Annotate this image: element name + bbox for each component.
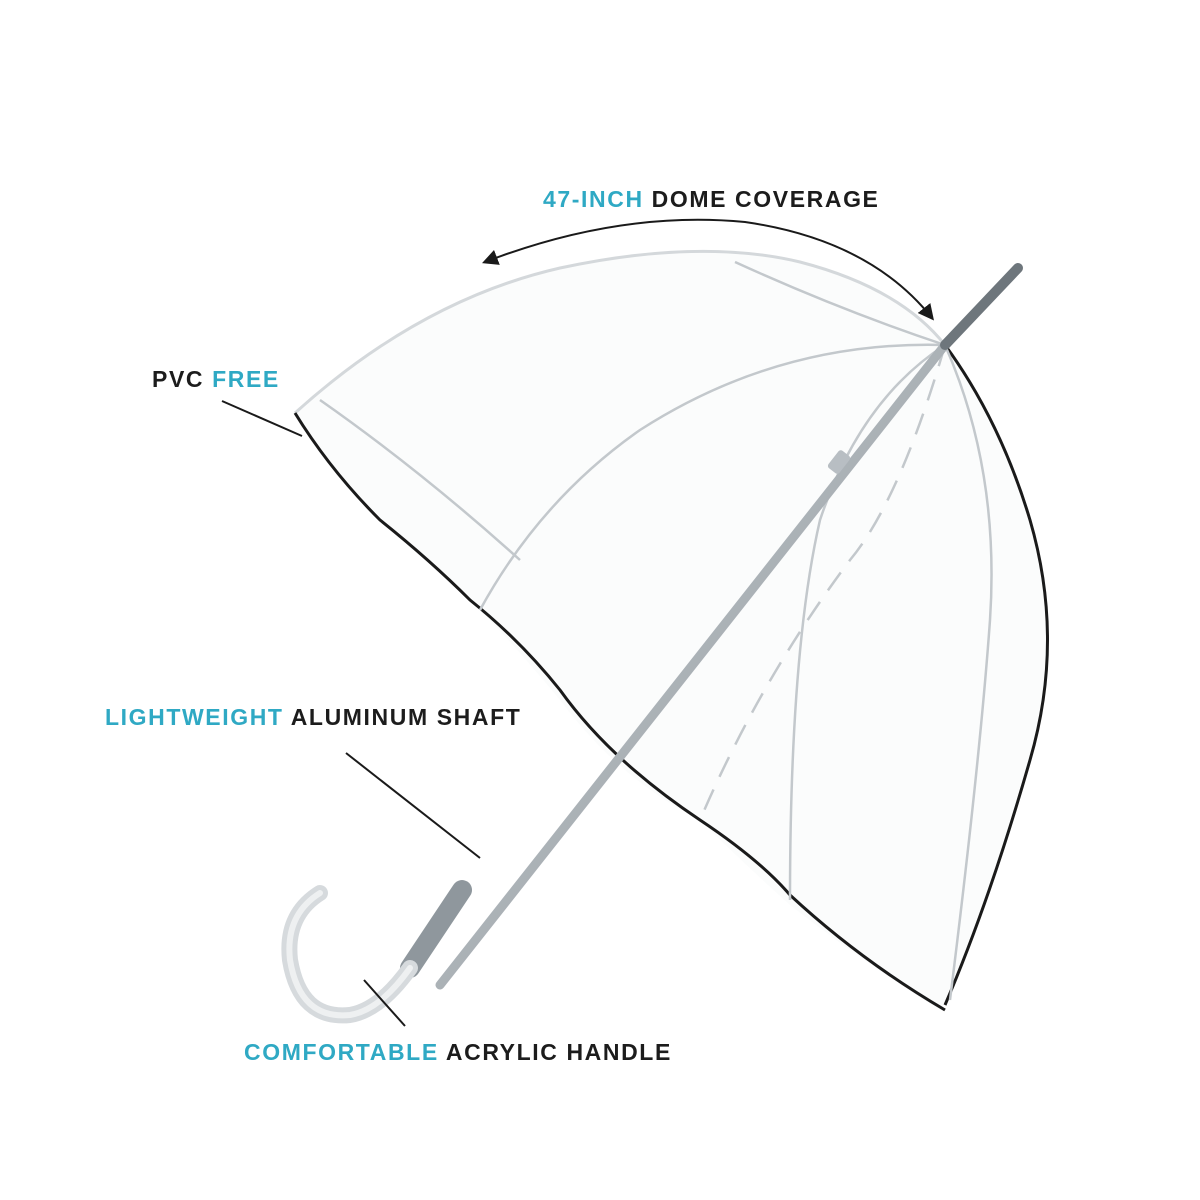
umbrella-tip (940, 263, 1023, 350)
shaft-callout: LIGHTWEIGHT ALUMINUM SHAFT (105, 706, 521, 729)
canopy-rim-bottom (788, 893, 946, 1012)
handle-grip (400, 880, 472, 978)
aluminum-shaft (435, 340, 950, 990)
pvc-free-callout: PVC FREE (152, 368, 280, 391)
canopy (295, 251, 1048, 1011)
handle-leader-line (363, 979, 406, 1027)
handle-text: ACRYLIC HANDLE (445, 1039, 672, 1065)
shaft-text: ALUMINUM SHAFT (290, 704, 522, 730)
shaft-highlight: LIGHTWEIGHT (105, 704, 284, 730)
pvc-text: PVC (152, 366, 205, 392)
dome-coverage-text: DOME COVERAGE (651, 186, 880, 212)
runner (827, 450, 851, 474)
canopy-rim-lower-left (293, 412, 792, 896)
canopy-rim-right (943, 344, 1049, 1006)
dome-coverage-highlight: 47-INCH (543, 186, 644, 212)
dome-coverage-callout: 47-INCH DOME COVERAGE (543, 188, 880, 211)
canopy-ribs (319, 260, 993, 1001)
handle-highlight: COMFORTABLE (244, 1039, 439, 1065)
pvc-free-highlight: FREE (212, 366, 280, 392)
dome-coverage-arrow (482, 218, 934, 321)
shaft-leader-line (345, 752, 481, 859)
pvc-leader-line (221, 400, 303, 437)
handle-callout: COMFORTABLE ACRYLIC HANDLE (244, 1041, 672, 1064)
